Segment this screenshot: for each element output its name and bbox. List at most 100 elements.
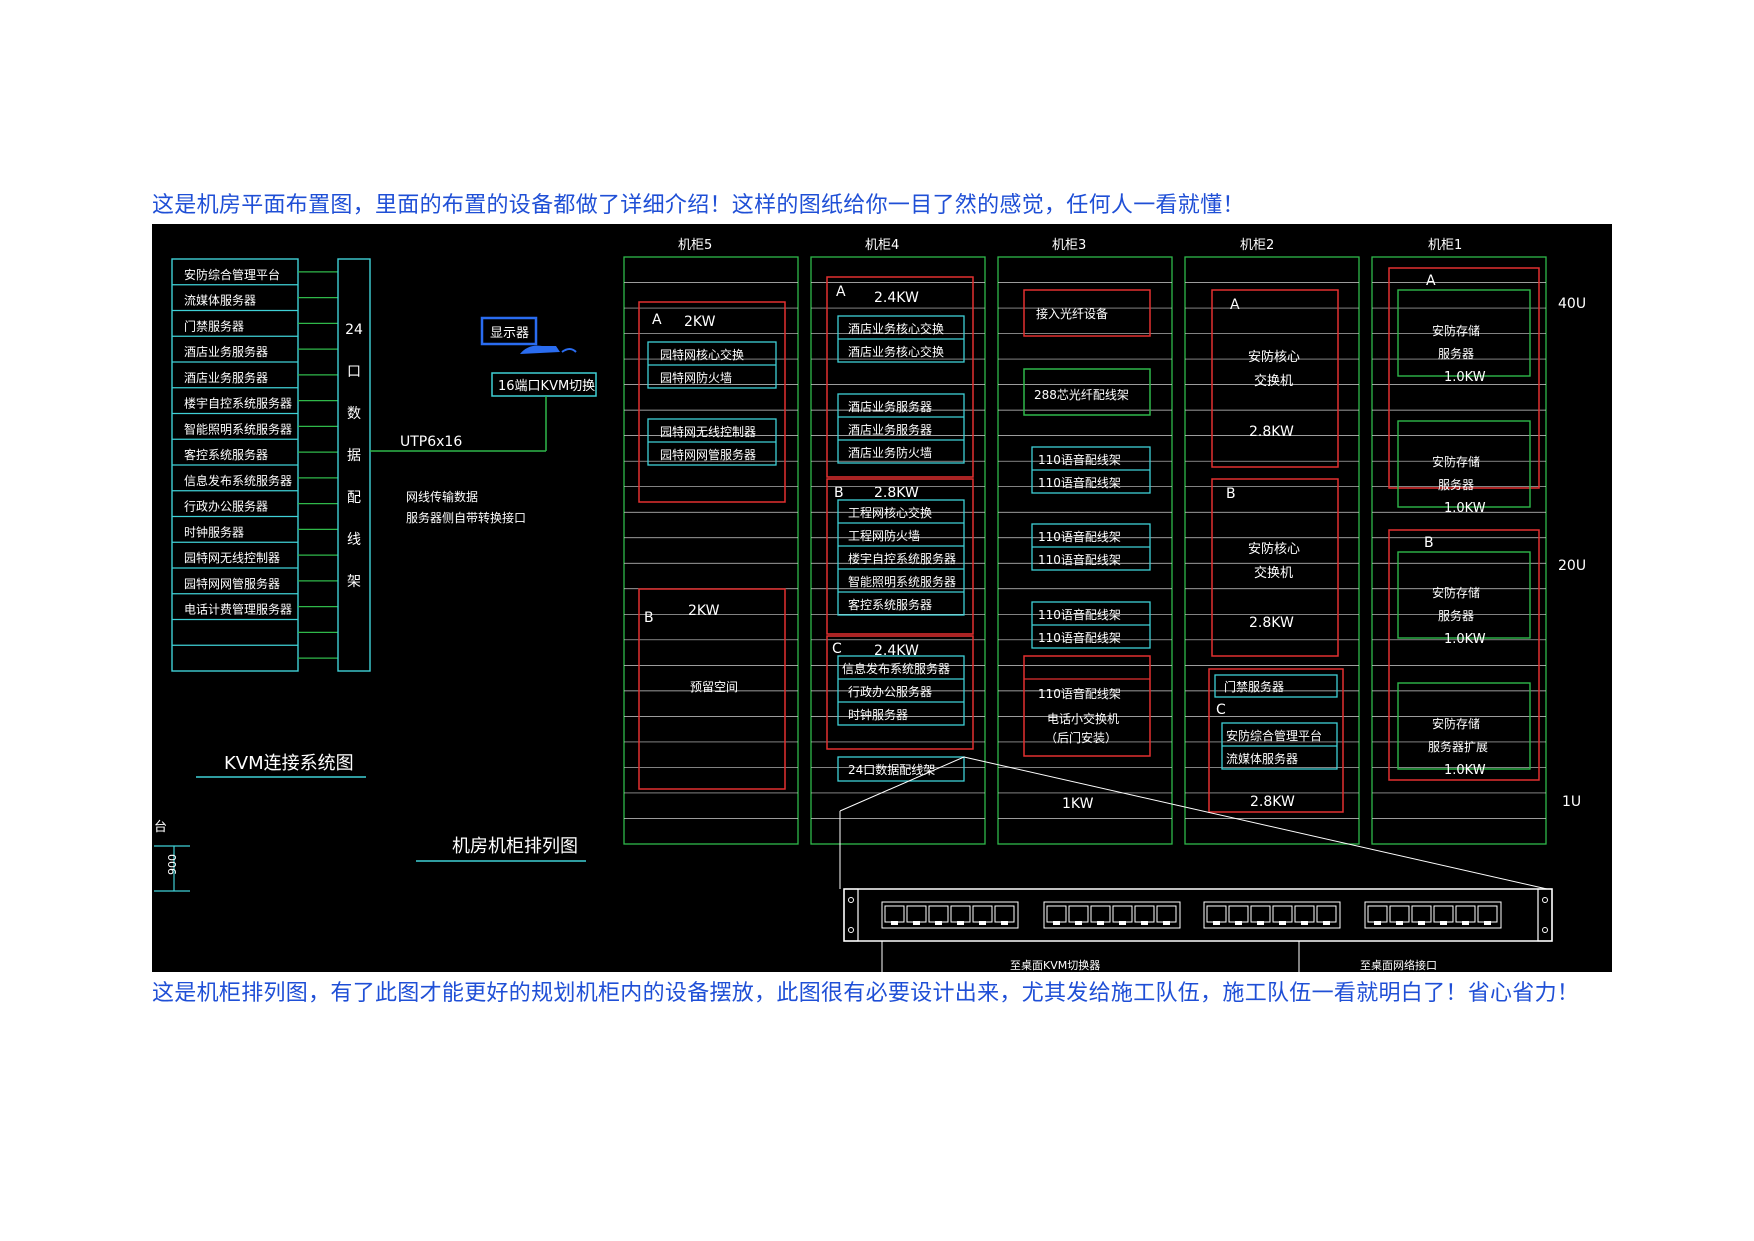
rj45-port — [1228, 905, 1249, 923]
device-power: 1.0KW — [1444, 370, 1486, 385]
patch-panel-char: 线 — [347, 532, 361, 548]
device-label: 行政办公服务器 — [848, 684, 932, 699]
device-label: 交换机 — [1254, 373, 1293, 389]
device-label: 交换机 — [1254, 565, 1293, 581]
device-label: 110语音配线架 — [1038, 452, 1121, 467]
rj45-port — [1090, 905, 1111, 923]
device-label: 安防核心 — [1248, 541, 1300, 557]
server-label: 电话计费管理服务器 — [184, 602, 292, 617]
device-label: 110语音配线架 — [1038, 607, 1121, 622]
server-label: 行政办公服务器 — [184, 499, 268, 514]
cabinet-5-group-b-power: 2KW — [688, 603, 720, 619]
cabinet-2-group-b-letter: B — [1226, 486, 1236, 502]
patch-panel-detail: 至桌面KVM切换器 至桌面网络接口 — [839, 756, 1553, 972]
device-label: 服务器 — [1438, 608, 1474, 623]
rj45-port — [1477, 905, 1498, 923]
cabinet-elevation: 机柜5 A 2KW 园特网核心交换 园特网防火墙 园特网无线控制器 园特网网管服… — [623, 238, 1586, 845]
device-label: 110语音配线架 — [1038, 552, 1121, 567]
cabinet-4-group-c-power: 2.4KW — [874, 643, 919, 659]
cabinet-4-group-a-letter: A — [836, 284, 846, 300]
device-label: 楼宇自控系统服务器 — [848, 551, 956, 566]
rj45-port — [1068, 905, 1089, 923]
u-label-1u: 1U — [1562, 794, 1581, 810]
device-label: 智能照明系统服务器 — [848, 574, 956, 589]
cabinet-2-group-c — [1208, 668, 1344, 813]
device-label: 园特网核心交换 — [660, 347, 744, 362]
kvm-switch-label: 16端口KVM切换 — [498, 379, 595, 394]
device-label: 安防存储 — [1432, 323, 1480, 338]
kvm-switch-box — [491, 372, 597, 397]
layout-title: 机房机柜排列图 — [452, 836, 578, 857]
patch-label-kvm: 至桌面KVM切换器 — [1010, 958, 1100, 972]
cabinet-5-group-a — [638, 301, 786, 503]
device-power: 1.0KW — [1444, 501, 1486, 516]
cabinet-frame — [1184, 256, 1360, 845]
device-label: 110语音配线架 — [1038, 630, 1121, 645]
rj45-port — [1046, 905, 1067, 923]
cabinet-3-name: 机柜3 — [1052, 238, 1086, 253]
server-label: 客控系统服务器 — [184, 447, 268, 462]
server-label: 园特网无线控制器 — [184, 550, 280, 565]
cabinet-4: 机柜4 A 2.4KW 酒店业务核心交换 酒店业务核心交换 酒店业务服务器 酒店… — [826, 238, 974, 782]
cabinet-1-name: 机柜1 — [1428, 238, 1462, 253]
device-label: 工程网核心交换 — [848, 505, 932, 520]
kvm-diagram-title: KVM连接系统图 — [224, 753, 354, 774]
cabinet-frame — [623, 256, 799, 845]
device-label: 服务器 — [1438, 346, 1474, 361]
monitor-icon — [480, 316, 538, 346]
u-label-40u: 40U — [1558, 296, 1586, 312]
server-label: 楼宇自控系统服务器 — [184, 396, 292, 411]
device-power: 1.0KW — [1444, 632, 1486, 647]
monitor-label: 显示器 — [490, 326, 529, 341]
kvm-diagram: 安防综合管理平台流媒体服务器门禁服务器酒店业务服务器酒店业务服务器楼宇自控系统服… — [154, 258, 597, 892]
device-label: 酒店业务服务器 — [848, 422, 932, 437]
patch-panel-char: 口 — [347, 364, 361, 380]
device-label: 时钟服务器 — [848, 707, 908, 722]
kvm-note-line1: 网线传输数据 — [406, 489, 478, 504]
kvm-note-line2: 服务器侧自带转换接口 — [406, 510, 526, 525]
cabinet-4-group-c-letter: C — [832, 641, 842, 657]
server-label: 门禁服务器 — [184, 318, 244, 333]
rj45-port — [1294, 905, 1315, 923]
device-label: 酒店业务核心交换 — [848, 321, 944, 336]
cabinet-4-patch-panel — [837, 756, 965, 782]
cabinet-2-name: 机柜2 — [1240, 238, 1274, 253]
device-label: 接入光纤设备 — [1036, 306, 1108, 321]
device-power: 1.0KW — [1444, 763, 1486, 778]
rj45-port — [1206, 905, 1227, 923]
server-list: 安防综合管理平台流媒体服务器门禁服务器酒店业务服务器酒店业务服务器楼宇自控系统服… — [172, 267, 338, 659]
patch-panel-char: 架 — [347, 574, 361, 590]
patch-panel-char: 配 — [347, 490, 361, 506]
cabinet-2: 机柜2 A 安防核心 交换机 2.8KW B 安防核心 交换机 2.8KW 门禁… — [1208, 238, 1344, 813]
keyboard-icon — [520, 345, 560, 354]
device-label: 酒店业务服务器 — [848, 399, 932, 414]
cabinet-5-group-a-power: 2KW — [684, 314, 716, 330]
device-label: 工程网防火墙 — [848, 528, 920, 543]
panel-ear-left — [843, 888, 859, 942]
cabinet-frame — [997, 256, 1173, 845]
rj45-port — [1134, 905, 1155, 923]
patch-panel-label: 24口数据配线架 — [345, 322, 363, 590]
cable-label: UTP6x16 — [400, 434, 462, 450]
rj45-port — [906, 905, 927, 923]
cabinet-5: 机柜5 A 2KW 园特网核心交换 园特网防火墙 园特网无线控制器 园特网网管服… — [638, 238, 786, 790]
cabinet-4-group-c — [826, 635, 974, 750]
port-group — [1364, 901, 1502, 929]
device-label: 流媒体服务器 — [1226, 751, 1298, 766]
rj45-port — [994, 905, 1015, 923]
cad-drawing: 安防综合管理平台流媒体服务器门禁服务器酒店业务服务器酒店业务服务器楼宇自控系统服… — [152, 224, 1612, 972]
rj45-port — [1250, 905, 1271, 923]
cabinet-frame — [810, 256, 986, 845]
device-label: 安防综合管理平台 — [1226, 728, 1322, 743]
cabinet-2-group-a — [1211, 289, 1339, 468]
rj45-port — [928, 905, 949, 923]
top-caption: 这是机房平面布置图，里面的布置的设备都做了详细介绍！这样的图纸给你一目了然的感觉… — [152, 193, 1245, 218]
cabinet-2-group-c-letter: C — [1216, 702, 1226, 718]
server-label: 流媒体服务器 — [184, 293, 256, 308]
mouse-icon — [561, 348, 577, 353]
cabinet-2-group-b — [1211, 478, 1339, 657]
port-group — [1043, 901, 1181, 929]
side-mark: 台 — [154, 820, 167, 835]
device-label: 酒店业务核心交换 — [848, 344, 944, 359]
device-label: 园特网网管服务器 — [660, 447, 756, 462]
